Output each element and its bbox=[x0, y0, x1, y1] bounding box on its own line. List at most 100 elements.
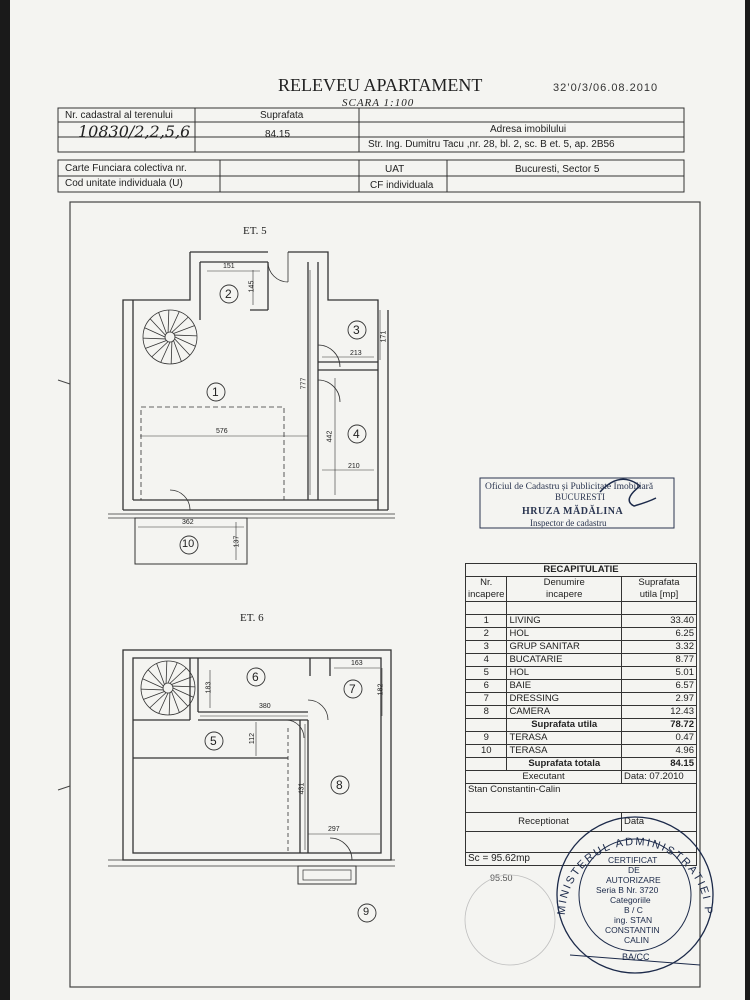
stair-step bbox=[168, 692, 171, 715]
cf-individual-label: CF individuala bbox=[370, 180, 434, 191]
stair-step bbox=[160, 341, 171, 363]
room-5-number: 5 bbox=[210, 734, 217, 748]
dim-151: 151 bbox=[223, 263, 235, 270]
stair-step bbox=[171, 676, 193, 685]
stair-step bbox=[151, 341, 169, 358]
stamp-line1: Oficiul de Cadastru și Publicitate Imobi… bbox=[485, 482, 654, 492]
stair-step bbox=[169, 311, 180, 333]
room-8-number: 8 bbox=[336, 778, 343, 792]
cert-l1: CERTIFICAT bbox=[608, 855, 658, 865]
cert-l5: Categoriile bbox=[610, 895, 651, 905]
stair-step bbox=[173, 325, 195, 334]
cert-l7: ing. STAN bbox=[614, 915, 653, 925]
recap-sc: Sc = 95.62mp bbox=[465, 852, 697, 866]
stair-step bbox=[149, 318, 166, 336]
dim-210: 210 bbox=[348, 463, 360, 470]
recap-table: RECAPITULATIE Nr. Denumire Suprafata inc… bbox=[464, 563, 697, 866]
cert-l6: B / C bbox=[624, 905, 643, 915]
stamp-line2: BUCURESTI bbox=[555, 492, 606, 502]
recap-executant-name: Stan Constantin-Calin bbox=[465, 783, 697, 796]
recap-executant-date: Data: 07.2010 bbox=[621, 770, 697, 784]
cert-ring-text: MINISTERUL ADMINISTRATIEI PUBLICE bbox=[10, 0, 714, 916]
room-1-number: 1 bbox=[212, 385, 219, 399]
stair-step bbox=[156, 663, 165, 685]
stair-step bbox=[143, 691, 165, 700]
surface-label: Suprafata bbox=[260, 110, 304, 121]
stair-step bbox=[141, 688, 164, 691]
certificate-stamp: MINISTERUL ADMINISTRATIEI PUBLICE bbox=[10, 0, 714, 974]
stair-step bbox=[173, 340, 182, 362]
spiral-stair-et5 bbox=[142, 309, 198, 365]
stair-step bbox=[171, 691, 180, 713]
drawing-frame bbox=[57, 201, 701, 988]
cert-l4: Seria B Nr. 3720 bbox=[596, 885, 659, 895]
room-10-number: 10 bbox=[182, 538, 195, 550]
stair-step bbox=[145, 340, 167, 349]
cadastral-value: 10830/2,2,5,6 bbox=[78, 122, 191, 141]
stair-step bbox=[172, 687, 194, 698]
dim-297: 297 bbox=[328, 826, 340, 833]
dim-576: 576 bbox=[216, 428, 228, 435]
cf-label: Carte Funciara colectiva nr. bbox=[65, 163, 187, 174]
floor6-plan bbox=[108, 649, 395, 923]
dim-362: 362 bbox=[182, 519, 194, 526]
cert-l2: DE bbox=[628, 865, 640, 875]
room-6-number: 6 bbox=[252, 670, 259, 684]
cadastre-stamp-frame bbox=[479, 477, 675, 529]
uat-value: Bucuresti, Sector 5 bbox=[515, 164, 600, 175]
cert-l10: BA/CC bbox=[622, 952, 650, 962]
stair-step bbox=[174, 338, 191, 356]
recap-header-nr: Nr. bbox=[464, 576, 508, 589]
room-4-number: 4 bbox=[353, 427, 360, 441]
spiral-stair-et6 bbox=[140, 660, 196, 716]
stair-step bbox=[144, 327, 166, 338]
cert-l8: CONSTANTIN bbox=[605, 925, 660, 935]
address-value: Str. Ing. Dumitru Tacu ,nr. 28, bl. 2, s… bbox=[368, 139, 615, 150]
dim-380: 380 bbox=[259, 703, 271, 710]
cert-l9: CALIN bbox=[624, 935, 650, 945]
stair-step bbox=[172, 689, 189, 707]
stair-step bbox=[170, 341, 173, 364]
address-label: Adresa imobilului bbox=[490, 124, 567, 135]
document-title: RELEVEU APARTAMENT bbox=[278, 75, 483, 95]
floor5-plan bbox=[108, 251, 395, 565]
stair-step bbox=[172, 685, 195, 688]
document-page: RELEVEU APARTAMENT SCARA 1:100 32’0/3/06… bbox=[10, 0, 745, 1000]
stair-step bbox=[167, 310, 170, 333]
stair-step bbox=[149, 692, 167, 709]
stamp-role: Inspector de cadastru bbox=[530, 518, 607, 528]
room-9-number: 9 bbox=[363, 906, 370, 918]
recap-sc-extra: 95.50 bbox=[490, 873, 513, 883]
recap-title: RECAPITULATIE bbox=[465, 563, 697, 577]
info-table-grid bbox=[57, 107, 685, 193]
uat-label: UAT bbox=[385, 164, 405, 175]
room-3-number: 3 bbox=[353, 323, 360, 337]
stair-step bbox=[174, 336, 196, 347]
stair-step bbox=[158, 312, 167, 334]
recap-header-area: Suprafata bbox=[621, 576, 697, 589]
stair-step bbox=[147, 669, 164, 687]
stamp-name: HRUZA MĂDĂLINA bbox=[522, 506, 624, 517]
cadastral-label: Nr. cadastral al terenului bbox=[65, 110, 173, 121]
floor6-label: ET. 6 bbox=[240, 612, 264, 624]
dim-163: 163 bbox=[351, 660, 363, 667]
stair-step bbox=[174, 334, 197, 337]
stair-step bbox=[158, 692, 169, 714]
document-scale: SCARA 1:100 bbox=[342, 97, 415, 109]
stair-step bbox=[171, 316, 189, 333]
floor5-label: ET. 5 bbox=[243, 225, 267, 237]
document-number: 32’0/3/06.08.2010 bbox=[553, 82, 659, 94]
dim-213: 213 bbox=[350, 350, 362, 357]
stair-step bbox=[167, 662, 178, 684]
stair-step bbox=[143, 337, 166, 340]
room-2-number: 2 bbox=[225, 287, 232, 301]
room-7-number: 7 bbox=[349, 682, 356, 696]
stair-step bbox=[165, 661, 168, 684]
cert-l3: AUTORIZARE bbox=[606, 875, 661, 885]
unit-code-label: Cod unitate individuala (U) bbox=[65, 178, 183, 189]
